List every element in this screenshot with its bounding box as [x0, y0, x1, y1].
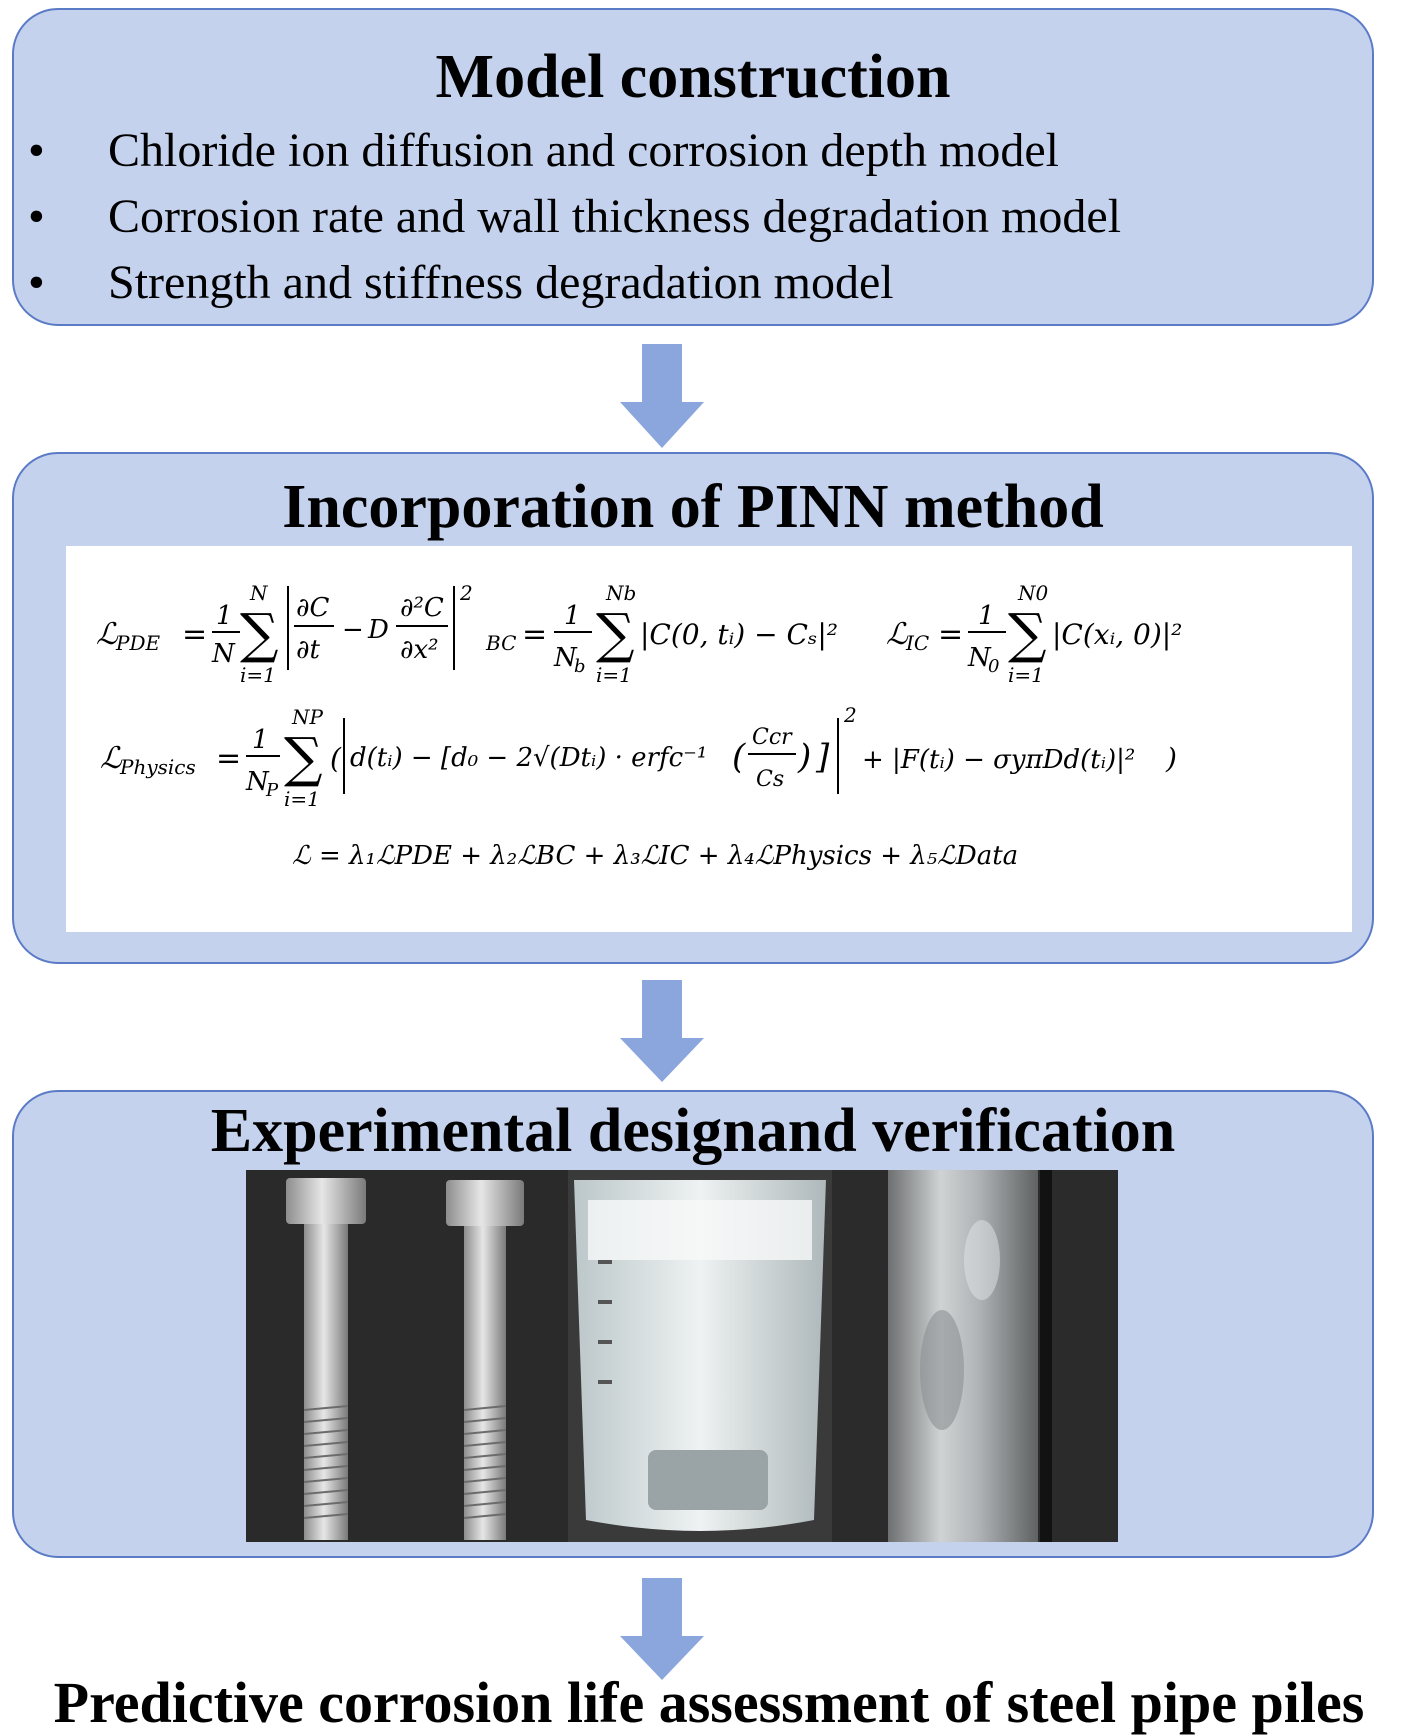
l-pde-subscript: PDE: [115, 631, 160, 655]
pinn-method-box: Incorporation of PINN method ℒ PDE = 1 N…: [12, 452, 1374, 964]
down-arrow-icon: [620, 344, 704, 448]
l-physics-equation: ℒ Physics = 1 N P ∑ NP i=1 ( d(tᵢ) − [d₀…: [100, 703, 1177, 811]
l-bc-subscript: BC: [485, 631, 516, 655]
svg-text:1: 1: [978, 601, 995, 631]
svg-text:N: N: [211, 639, 236, 669]
svg-text:1: 1: [252, 725, 269, 755]
bullet-icon: •: [28, 190, 45, 243]
l-physics-body-1: d(tᵢ) − [d₀ − 2√(Dtᵢ) · erfc⁻¹: [350, 743, 707, 773]
svg-text:∂x²: ∂x²: [400, 635, 439, 665]
l-physics-subscript: Physics: [119, 755, 196, 779]
svg-text:P: P: [265, 780, 279, 801]
pinn-method-title: Incorporation of PINN method: [282, 473, 1104, 541]
model-list: • Chloride ion diffusion and corrosion de…: [14, 118, 1372, 316]
model-construction-title: Model construction: [435, 43, 951, 111]
loss-equations: ℒ PDE = 1 N ∑ N i=1 ∂C ∂t − D ∂²C ∂x² 2: [96, 581, 1182, 871]
l-bc-lower: i=1: [596, 663, 632, 687]
svg-text:=: =: [216, 741, 241, 776]
l-ic-symbol: ℒ: [886, 617, 909, 652]
list-item-text: Strength and stiffness degradation model: [108, 256, 894, 309]
l-ic-lower: i=1: [1008, 663, 1044, 687]
svg-text:D: D: [367, 615, 389, 645]
svg-text:]: ]: [815, 737, 830, 777]
svg-text:2: 2: [459, 581, 473, 605]
svg-text:N: N: [967, 643, 992, 673]
svg-text:∑: ∑: [1008, 602, 1047, 665]
svg-text:0: 0: [988, 656, 999, 677]
svg-text:1: 1: [564, 601, 581, 631]
svg-text:2: 2: [843, 703, 857, 727]
svg-text:∂t: ∂t: [296, 635, 320, 665]
l-pde-upper: N: [249, 581, 269, 605]
l-physics-body-2: + |F(tᵢ) − σyπDd(tᵢ)|²: [862, 745, 1135, 775]
beaker-photo: [568, 1170, 832, 1542]
svg-text:N: N: [553, 643, 578, 673]
svg-text:=: =: [938, 617, 963, 652]
bolt-pair-photo: [246, 1170, 568, 1542]
l-physics-upper: NP: [291, 705, 324, 729]
svg-text:b: b: [574, 656, 586, 677]
experimental-verification-title: Experimental designand verification: [210, 1097, 1176, 1165]
list-item: • Corrosion rate and wall thickness degra…: [14, 184, 1372, 250]
l-pde-symbol: ℒ: [96, 617, 119, 652]
svg-text:∑: ∑: [596, 602, 635, 665]
svg-text:): ): [1165, 742, 1177, 775]
l-physics-lower: i=1: [284, 787, 320, 811]
svg-text:−: −: [342, 615, 364, 645]
equation-panel: ℒ PDE = 1 N ∑ N i=1 ∂C ∂t − D ∂²C ∂x² 2: [66, 546, 1352, 932]
down-arrow-icon: [620, 980, 704, 1082]
l-ic-equation: ℒ IC = 1 N 0 ∑ N0 i=1 |C(xᵢ, 0)|²: [886, 581, 1182, 687]
svg-text:=: =: [182, 617, 207, 652]
svg-text:1: 1: [216, 601, 233, 631]
svg-text:(: (: [330, 742, 342, 775]
list-item: • Strength and stiffness degradation mode…: [14, 250, 1372, 316]
svg-text:(: (: [732, 737, 746, 777]
model-construction-box: Model construction • Chloride ion diffusi…: [12, 8, 1374, 326]
l-pde-equation: ℒ PDE = 1 N ∑ N i=1 ∂C ∂t − D ∂²C ∂x² 2: [96, 581, 473, 687]
svg-text:N: N: [245, 767, 270, 797]
svg-text:): ): [797, 737, 811, 777]
l-bc-equation: BC = 1 N b ∑ Nb i=1 |C(0, tᵢ) − Cₛ|²: [485, 581, 838, 687]
l-physics-symbol: ℒ: [100, 741, 123, 776]
l-physics-frac-den: Cs: [756, 767, 784, 792]
l-pde-lower: i=1: [240, 663, 276, 687]
list-item-text: Corrosion rate and wall thickness degrad…: [108, 190, 1122, 243]
list-item-text: Chloride ion diffusion and corrosion dep…: [108, 124, 1059, 177]
svg-text:=: =: [522, 617, 547, 652]
bullet-icon: •: [28, 256, 45, 309]
list-item: • Chloride ion diffusion and corrosion de…: [14, 118, 1372, 184]
svg-text:∂C: ∂C: [296, 593, 329, 623]
l-bc-upper: Nb: [605, 581, 636, 605]
svg-text:∑: ∑: [240, 602, 279, 665]
l-physics-frac-num: Ccr: [752, 725, 793, 750]
svg-text:∑: ∑: [284, 726, 323, 789]
l-total-equation: ℒ = λ₁ℒPDE + λ₂ℒBC + λ₃ℒIC + λ₄ℒPhysics …: [292, 841, 1018, 871]
experiment-photo-strip: [246, 1170, 1118, 1542]
bullet-icon: •: [28, 124, 45, 177]
l-ic-body: |C(xᵢ, 0)|²: [1052, 618, 1182, 651]
final-outcome-text: Predictive corrosion life assessment of …: [53, 1670, 1365, 1735]
svg-text:∂²C: ∂²C: [400, 593, 444, 623]
l-ic-subscript: IC: [905, 631, 929, 655]
down-arrow-icon: [620, 1578, 704, 1680]
l-ic-upper: N0: [1017, 581, 1049, 605]
experimental-verification-box: Experimental designand verification: [12, 1090, 1374, 1558]
l-bc-body: |C(0, tᵢ) − Cₛ|²: [640, 618, 838, 651]
pipe-pile-photo: [832, 1170, 1118, 1542]
